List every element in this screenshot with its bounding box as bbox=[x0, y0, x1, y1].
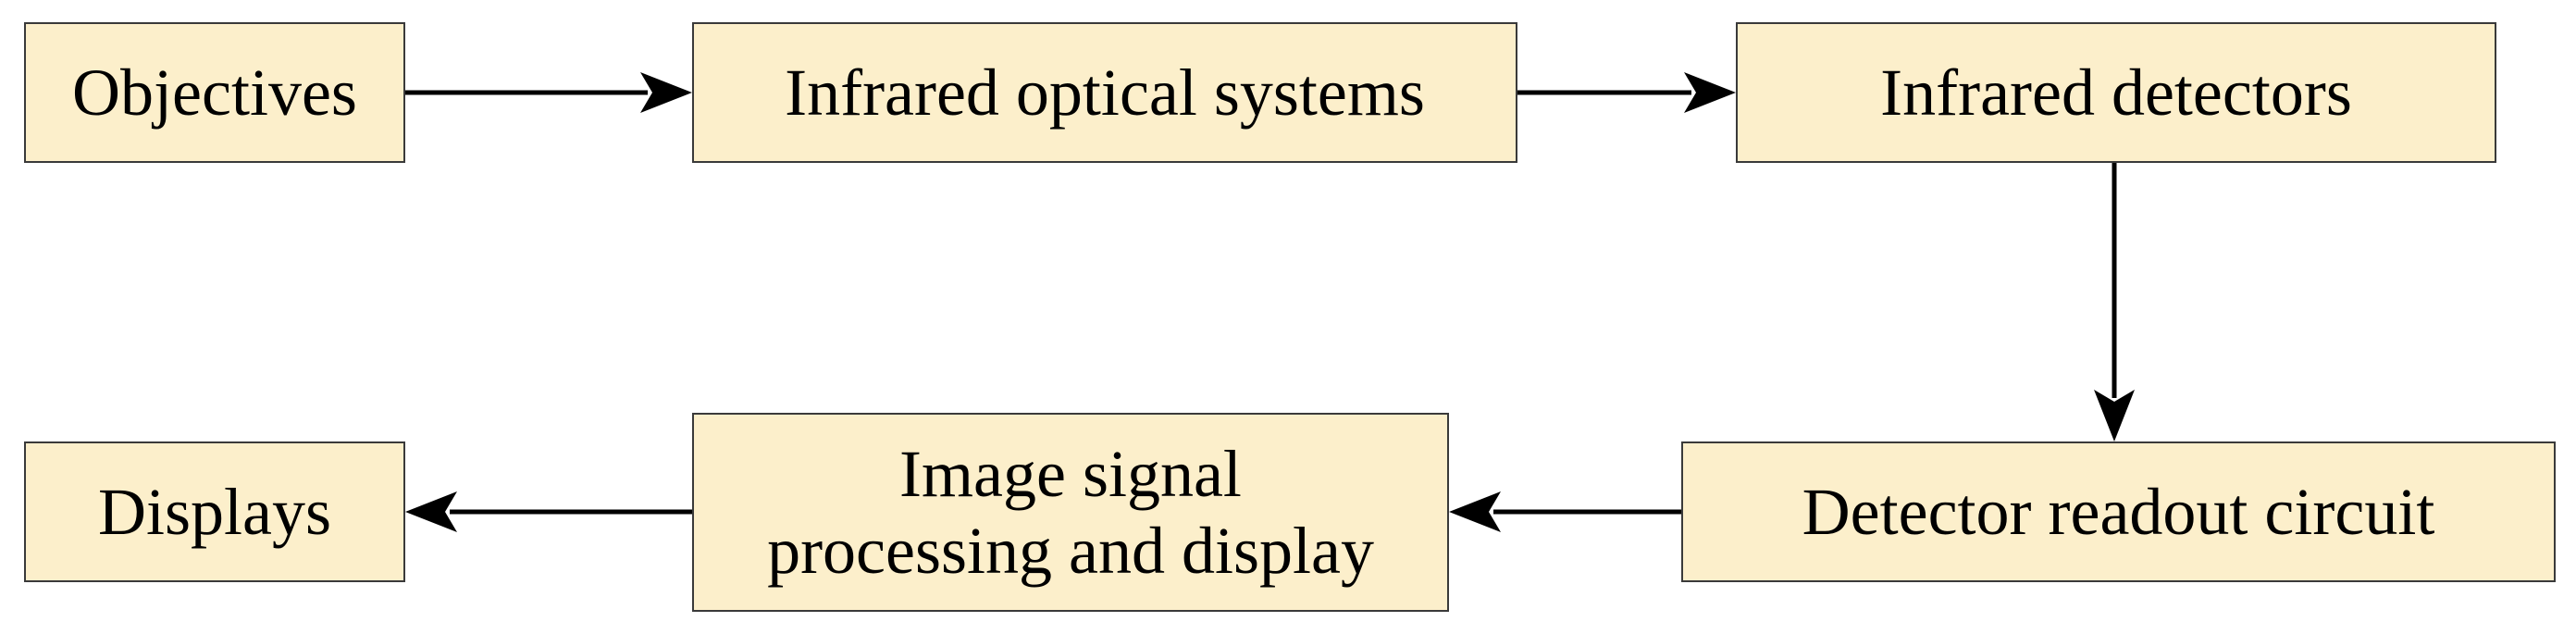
node-detector-readout-circuit: Detector readout circuit bbox=[1681, 441, 2556, 582]
node-objectives-label: Objectives bbox=[72, 55, 357, 130]
arrow-processing-to-displays bbox=[405, 491, 692, 532]
node-objectives: Objectives bbox=[24, 22, 405, 163]
node-infrared-detectors: Infrared detectors bbox=[1736, 22, 2496, 163]
node-image-signal-processing-line1: Image signal bbox=[899, 436, 1242, 511]
arrow-objectives-to-optics bbox=[405, 72, 692, 113]
arrow-optics-to-detectors bbox=[1517, 72, 1736, 113]
node-image-signal-processing-line2: processing and display bbox=[767, 513, 1374, 588]
node-infrared-optical-systems-label: Infrared optical systems bbox=[785, 55, 1425, 130]
node-displays: Displays bbox=[24, 441, 405, 582]
node-image-signal-processing: Image signal processing and display bbox=[692, 413, 1449, 612]
node-infrared-detectors-label: Infrared detectors bbox=[1880, 55, 2352, 130]
arrow-detectors-to-readout bbox=[2094, 162, 2135, 441]
node-infrared-optical-systems: Infrared optical systems bbox=[692, 22, 1517, 163]
arrow-readout-to-processing bbox=[1449, 491, 1681, 532]
node-displays-label: Displays bbox=[98, 474, 331, 549]
node-detector-readout-circuit-label: Detector readout circuit bbox=[1802, 474, 2435, 549]
